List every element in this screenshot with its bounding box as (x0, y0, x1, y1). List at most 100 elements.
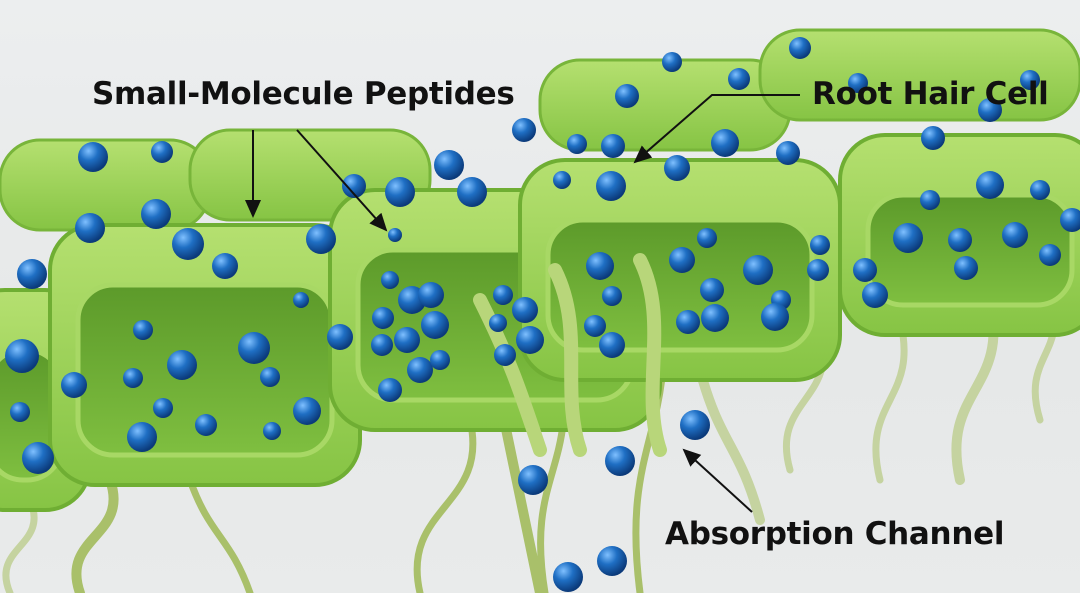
peptide-bead (586, 252, 614, 280)
peptide-bead (743, 255, 773, 285)
peptide-bead (553, 171, 571, 189)
peptide-bead (1060, 208, 1080, 232)
peptide-bead (518, 465, 548, 495)
peptide-bead (133, 320, 153, 340)
peptide-bead (371, 334, 393, 356)
peptide-bead (127, 422, 157, 452)
peptide-bead (669, 247, 695, 273)
peptide-bead (10, 402, 30, 422)
peptide-bead (434, 150, 464, 180)
cell-pocket (865, 192, 1075, 308)
peptide-beads (5, 37, 1080, 592)
root-hair (2, 496, 38, 593)
peptide-bead (761, 303, 789, 331)
label-root-hair-cell: Root Hair Cell (812, 76, 1049, 112)
peptide-bead (172, 228, 204, 260)
peptide-bead (494, 344, 516, 366)
peptide-bead (584, 315, 606, 337)
peptide-bead (728, 68, 750, 90)
peptide-bead (421, 311, 449, 339)
peptide-bead (17, 259, 47, 289)
peptide-bead (378, 378, 402, 402)
peptide-bead (263, 422, 281, 440)
peptide-bead (418, 282, 444, 308)
peptide-bead (848, 73, 868, 93)
peptide-bead (948, 228, 972, 252)
peptide-bead (394, 327, 420, 353)
peptide-bead (407, 357, 433, 383)
peptide-bead (615, 84, 639, 108)
peptide-bead (597, 546, 627, 576)
peptide-bead (489, 314, 507, 332)
peptide-bead (385, 177, 415, 207)
peptide-bead (260, 367, 280, 387)
root-hair (71, 475, 119, 593)
peptide-bead (123, 368, 143, 388)
peptide-bead (151, 141, 173, 163)
peptide-bead (1002, 222, 1028, 248)
peptide-bead (153, 398, 173, 418)
peptide-bead (381, 271, 399, 289)
peptide-bead (22, 442, 54, 474)
root-hair (872, 316, 908, 484)
peptide-bead (212, 253, 238, 279)
peptide-bead (75, 213, 105, 243)
peptide-bead (789, 37, 811, 59)
peptide-bead (680, 410, 710, 440)
label-small-molecule-peptides: Small-Molecule Peptides (92, 76, 515, 112)
label-absorption-channel: Absorption Channel (665, 516, 1005, 552)
peptide-bead (920, 190, 940, 210)
peptide-bead (512, 118, 536, 142)
peptide-bead (862, 282, 888, 308)
peptide-bead (853, 258, 877, 282)
peptide-bead (553, 562, 583, 592)
peptide-bead (599, 332, 625, 358)
peptide-bead (306, 224, 336, 254)
peptide-bead (893, 223, 923, 253)
absorption-channel (473, 293, 547, 457)
absorption-channel (633, 253, 667, 457)
peptide-bead (697, 228, 717, 248)
peptide-bead (372, 307, 394, 329)
peptide-bead (342, 174, 366, 198)
peptide-bead (701, 304, 729, 332)
root-hair (413, 416, 477, 593)
peptide-bead (921, 126, 945, 150)
peptide-bead (78, 142, 108, 172)
peptide-bead (664, 155, 690, 181)
back-cell (758, 28, 1080, 122)
peptide-bead (61, 372, 87, 398)
peptide-bead (1039, 244, 1061, 266)
peptide-bead (430, 350, 450, 370)
peptide-bead (516, 326, 544, 354)
peptide-bead (493, 285, 513, 305)
peptide-bead (810, 235, 830, 255)
peptide-bead (141, 199, 171, 229)
peptide-bead (954, 256, 978, 280)
peptide-bead (711, 129, 739, 157)
peptide-bead (807, 259, 829, 281)
peptide-bead (978, 98, 1002, 122)
peptide-bead (167, 350, 197, 380)
peptide-bead (457, 177, 487, 207)
peptide-bead (293, 292, 309, 308)
peptide-bead (700, 278, 724, 302)
peptide-bead (601, 134, 625, 158)
peptide-bead (388, 228, 402, 242)
absorption-channel (548, 263, 587, 457)
peptide-bead (662, 52, 682, 72)
peptide-bead (776, 141, 800, 165)
peptide-bead (596, 171, 626, 201)
peptide-bead (976, 171, 1004, 199)
peptide-bead (293, 397, 321, 425)
peptide-bead (1030, 180, 1050, 200)
peptide-bead (1020, 70, 1040, 90)
cell-pocket (545, 217, 815, 353)
peptide-bead (567, 134, 587, 154)
root-hair (186, 476, 254, 593)
peptide-bead (5, 339, 39, 373)
peptide-bead (605, 446, 635, 476)
peptide-bead (602, 286, 622, 306)
peptide-bead (676, 310, 700, 334)
